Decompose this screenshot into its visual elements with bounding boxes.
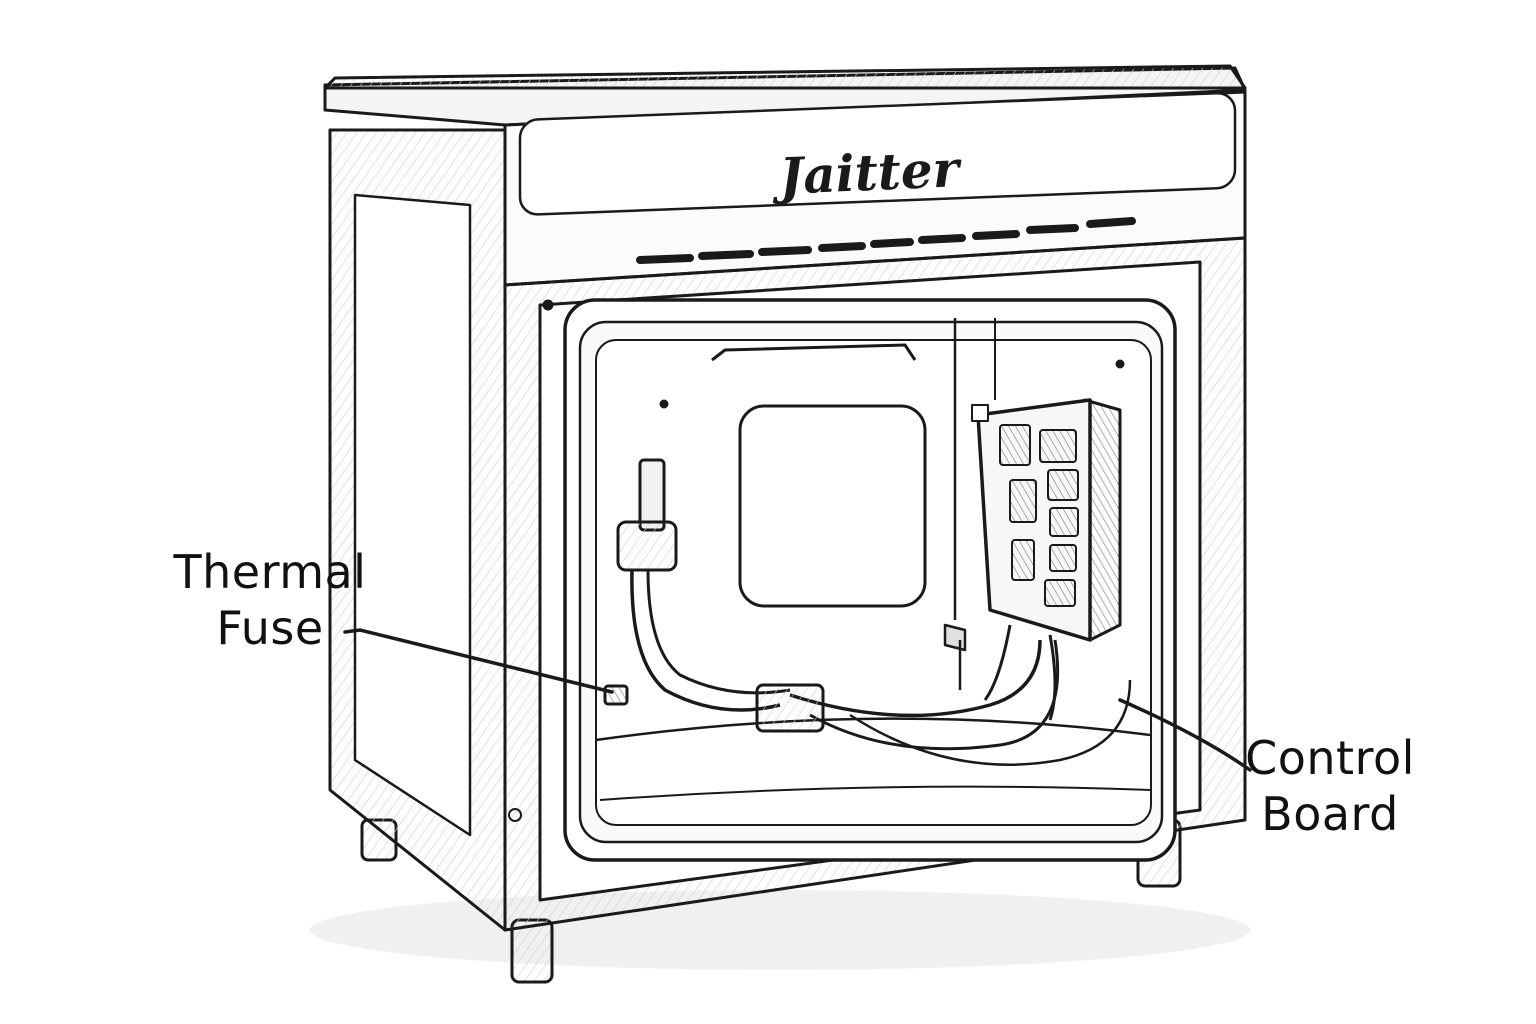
thermal-fuse-component <box>603 684 629 706</box>
control-board-component <box>971 398 1122 721</box>
thermal-fuse-label: Thermal Fuse <box>160 544 380 656</box>
brand-name: Jaitter <box>770 139 963 206</box>
control-panel <box>503 90 1247 287</box>
vent-slots <box>636 217 1136 264</box>
oven-top-lid <box>323 64 1247 127</box>
thermal-fuse-label-line-1: Thermal <box>173 545 367 599</box>
thermal-fuse-leader <box>343 628 614 694</box>
control-board-label: Control Board <box>1230 730 1430 842</box>
cavity-back-window <box>738 404 927 608</box>
control-board-label-line-1: Control <box>1245 731 1415 785</box>
control-board-leader <box>1118 698 1252 772</box>
control-board-label-line-2: Board <box>1261 787 1399 841</box>
floor-shadow <box>310 890 1250 970</box>
thermal-fuse-label-line-2: Fuse <box>216 601 324 655</box>
callout-leaders <box>343 628 1252 772</box>
oven-side-panel <box>328 128 507 932</box>
